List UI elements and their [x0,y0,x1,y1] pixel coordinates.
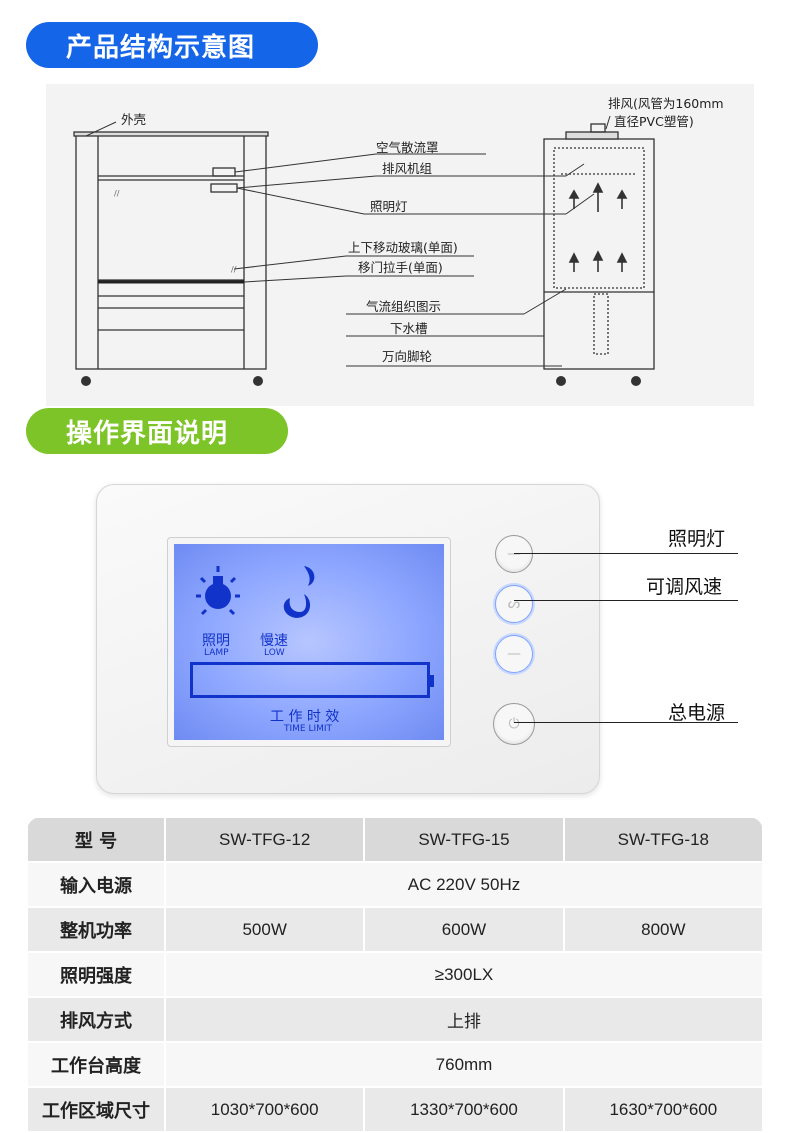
callout-lighting: 照明灯 [668,528,726,550]
section-title-interface: 操作界面说明 [26,408,288,454]
airflow-arrows [568,182,628,272]
callout-line-fan-speed [514,600,738,601]
callout-fan-speed: 可调风速 [646,576,723,598]
lcd-progress-bar [190,662,434,698]
table-row: 输入电源 AC 220V 50Hz [26,861,764,908]
fan-speed-button[interactable]: ᔕ [495,585,533,623]
svg-text://: // [231,265,237,274]
label-handle: 移门拉手(单面) [358,260,443,275]
label-exhaust-2: 直径PVC塑管) [614,114,694,129]
unlabeled-button[interactable]: — [495,635,533,673]
lcd-bezel: 照明 LAMP 慢速 LOW 工 作 时 效 TIME LIMIT [167,537,451,747]
lcd-screen: 照明 LAMP 慢速 LOW 工 作 时 效 TIME LIMIT [174,544,444,740]
fan-icon [283,566,315,618]
unlabeled-button-glyph: — [507,646,521,662]
structure-diagram: // // [46,84,754,406]
spec-table: 型 号 SW-TFG-12 SW-TFG-15 SW-TFG-18 输入电源 A… [26,816,765,1133]
power-icon: ⏻ [508,716,520,732]
callout-line-lighting [514,553,738,554]
row-label: 排风方式 [26,996,166,1043]
front-view-wheels [81,376,263,386]
row-label: 工作区域尺寸 [26,1086,166,1133]
label-exhaust-1: 排风(风管为160mm [608,96,724,111]
row-label: 工作台高度 [26,1041,166,1088]
label-diffuser: 空气散流罩 [376,140,439,155]
label-lighting: 照明灯 [370,199,408,214]
lcd-lamp-label: 照明 [202,633,230,649]
label-fan-unit: 排风机组 [382,161,432,176]
table-row: 工作区域尺寸 1030*700*600 1330*700*600 1630*70… [26,1086,765,1133]
control-panel: 照明 LAMP 慢速 LOW 工 作 时 效 TIME LIMIT — ᔕ — … [96,484,600,794]
cell-value: 600W [363,906,565,953]
lighting-button-glyph: — [507,546,521,562]
label-sink: 下水槽 [390,321,428,336]
svg-text://: // [114,189,120,198]
cell-value: 1030*700*600 [163,1086,366,1133]
front-view-cabinet: // // [73,131,269,370]
label-airflow: 气流组织图示 [366,299,441,314]
bulb-icon [196,566,240,616]
label-shell: 外壳 [121,112,146,127]
lcd-speed-label-en: LOW [264,648,285,658]
power-button[interactable]: ⏻ [493,703,535,745]
cell-value: AC 220V 50Hz [164,861,764,908]
row-label: 整机功率 [26,906,166,953]
header-model: SW-TFG-18 [562,816,765,863]
callout-power: 总电源 [668,702,726,724]
cell-value: 500W [163,906,366,953]
table-row: 照明强度 ≥300LX [26,951,764,998]
lcd-progress-bar-tick [429,675,434,687]
table-row: 工作台高度 760mm [26,1041,764,1088]
lcd-timer-label: 工 作 时 效 [270,709,340,725]
cell-value: 1630*700*600 [562,1086,765,1133]
header-model: SW-TFG-15 [363,816,565,863]
callout-line-power [514,722,738,723]
cell-value: 760mm [164,1041,764,1088]
table-row: 整机功率 500W 600W 800W [26,906,765,953]
lcd-speed-label: 慢速 [260,633,288,649]
cell-value: 800W [562,906,765,953]
table-row: 排风方式 上排 [26,996,764,1043]
lcd-timer-label-en: TIME LIMIT [284,724,333,734]
structure-diagram-drawing: // // [73,96,724,386]
lighting-button[interactable]: — [495,535,533,573]
label-glass: 上下移动玻璃(单面) [348,240,458,255]
row-label: 照明强度 [26,951,166,998]
lcd-lamp-label-en: LAMP [204,648,229,658]
table-header-row: 型 号 SW-TFG-12 SW-TFG-15 SW-TFG-18 [26,816,765,863]
cell-value: 1330*700*600 [363,1086,565,1133]
cell-value: 上排 [164,996,764,1043]
header-model-label: 型 号 [26,816,166,863]
leader-lines [85,115,611,367]
header-model: SW-TFG-12 [163,816,366,863]
label-casters: 万向脚轮 [382,349,432,364]
section-title-structure: 产品结构示意图 [26,22,318,68]
row-label: 输入电源 [26,861,166,908]
cell-value: ≥300LX [164,951,764,998]
side-view-wheels [556,376,641,386]
side-view-cabinet [543,123,655,370]
